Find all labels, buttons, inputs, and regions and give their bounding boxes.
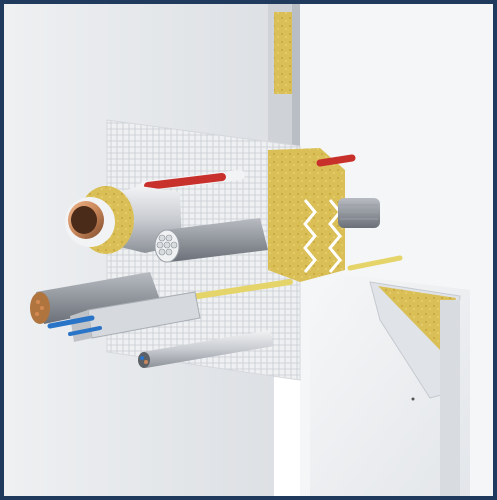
yellow-cable <box>182 279 293 301</box>
right-wall-insulation <box>378 286 456 350</box>
cable-bundle <box>154 218 268 263</box>
lower-grey-pipe <box>142 330 274 368</box>
red-pipe <box>144 173 226 190</box>
blue-wire <box>47 315 95 329</box>
power-cable-bundle <box>30 272 160 324</box>
mineral-wool-block <box>268 148 345 282</box>
wall-insulation-top <box>274 12 292 94</box>
